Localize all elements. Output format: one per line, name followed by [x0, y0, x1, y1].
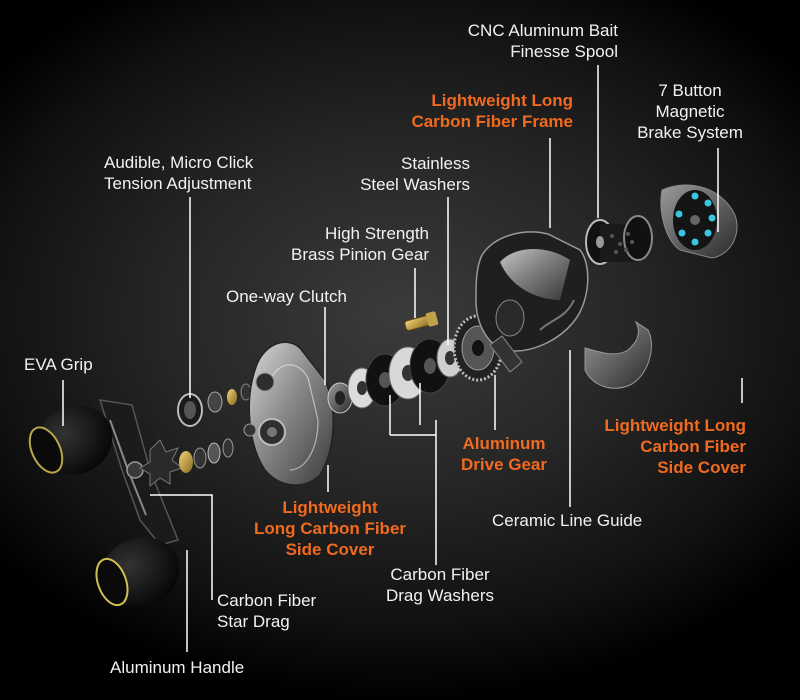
star-drag-part	[139, 438, 234, 488]
pinion-gear-part	[404, 311, 439, 332]
label-tension-adjustment: Audible, Micro Click Tension Adjustment	[104, 153, 254, 193]
label-oneway-clutch: One-way Clutch	[226, 287, 347, 306]
label-carbon-drag-washers: Carbon Fiber Drag Washers	[385, 565, 494, 605]
label-stainless-steel-washers: Stainless Steel Washers	[360, 154, 470, 194]
label-eva-grip: EVA Grip	[24, 355, 93, 374]
label-right-side-cover: Lightweight Long Carbon Fiber Side Cover	[604, 416, 746, 477]
handle-assembly	[28, 399, 180, 607]
label-cnc-aluminum-spool: CNC Aluminum Bait Finesse Spool	[467, 21, 618, 61]
left-side-cover-part	[243, 341, 334, 486]
label-carbon-fiber-frame: Lightweight Long Carbon Fiber Frame	[411, 91, 573, 131]
oneway-clutch-part	[327, 382, 353, 414]
frame-part	[475, 231, 589, 373]
right-side-cover-part	[584, 320, 652, 389]
label-left-side-cover: Lightweight Long Carbon Fiber Side Cover	[253, 498, 407, 559]
leader-lines	[62, 65, 743, 652]
label-aluminum-drive-gear: Aluminum Drive Gear	[461, 434, 547, 474]
label-aluminum-handle: Aluminum Handle	[110, 658, 245, 677]
label-ceramic-line-guide: Ceramic Line Guide	[492, 511, 643, 530]
spool-part	[585, 215, 653, 265]
label-carbon-star-drag: Carbon Fiber Star Drag	[217, 591, 317, 631]
label-brass-pinion-gear: High Strength Brass Pinion Gear	[291, 224, 429, 264]
label-magnetic-brake-system: 7 Button Magnetic Brake System	[637, 81, 743, 142]
washers-stack	[347, 338, 464, 409]
tension-knob-part	[177, 383, 252, 427]
brake-plate-part	[660, 184, 738, 259]
